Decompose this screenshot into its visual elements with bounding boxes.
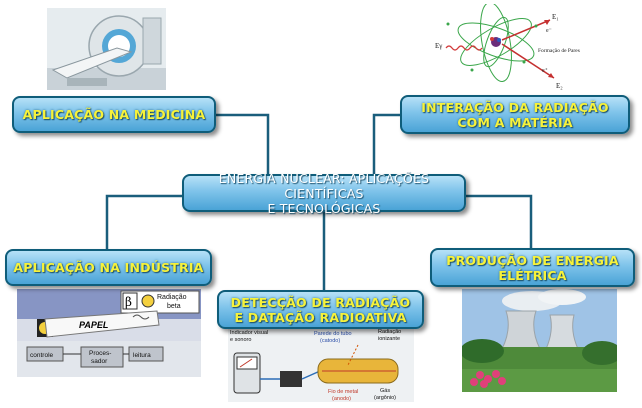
node-interacao-radiacao: INTERAÇÃO DA RADIAÇÃO COM A MATÉRIA <box>400 95 630 134</box>
geiger-counter-image: Indicador visual e sonoro Parede do tubo… <box>228 325 414 402</box>
label-processador: Proces- <box>89 350 111 357</box>
connector-industria <box>105 194 182 249</box>
node-aplicacao-industria-label: APLICAÇÃO NA INDÚSTRIA <box>13 260 204 275</box>
ct-scanner-image <box>47 8 166 90</box>
label-radiacao-ion-1: Radiação <box>378 329 401 335</box>
node-energia-nuclear: ENERGIA NUCLEAR: APLICAÇÕES CIENTÍFICAS … <box>182 170 466 216</box>
label-indicador-2: e sonoro <box>230 337 251 343</box>
label-eplus: e⁺ <box>542 67 548 74</box>
node-interacao-radiacao-line2: COM A MATÉRIA <box>457 114 573 130</box>
power-plant-image <box>462 289 617 392</box>
label-e1: E₁ <box>552 13 559 21</box>
node-aplicacao-medicina: APLICAÇÃO NA MEDICINA <box>12 96 216 133</box>
label-papel: PAPEL <box>79 320 108 330</box>
label-gas-1: Gás <box>380 388 390 394</box>
label-parede-2: (catodo) <box>320 338 340 344</box>
label-indicador-1: Indicador visual <box>230 330 268 336</box>
label-gas-2: (argônio) <box>374 395 396 401</box>
connector-medicina <box>215 113 270 178</box>
label-processador-2: sador <box>91 358 108 365</box>
label-radiacao-2: beta <box>167 303 181 310</box>
node-energia-nuclear-line2: E TECNOLÓGICAS <box>267 200 381 216</box>
label-fio-2: (anodo) <box>332 396 351 402</box>
caption-pair-production: Formação de Pares <box>538 48 580 54</box>
label-radiacao-ion-2: ionizante <box>378 336 400 342</box>
node-deteccao-radiacao: DETECÇÃO DE RADIAÇÃO E DATAÇÃO RADIOATIV… <box>217 290 424 329</box>
industry-gauge-image: β Radiação beta PAPEL controle Proces- s… <box>17 289 201 377</box>
node-deteccao-radiacao-line1: DETECÇÃO DE RADIAÇÃO <box>230 294 411 310</box>
label-ey: Eγ <box>435 42 442 50</box>
node-producao-energia: PRODUÇÃO DE ENERGIA ELÉTRICA <box>430 248 635 287</box>
node-producao-energia-line2: ELÉTRICA <box>498 267 567 283</box>
label-e2: E₂ <box>556 82 563 90</box>
label-controle: controle <box>30 352 54 359</box>
label-eminus: e⁻ <box>546 28 552 34</box>
beta-symbol: β <box>125 295 132 309</box>
node-aplicacao-industria: APLICAÇÃO NA INDÚSTRIA <box>5 249 212 286</box>
label-leitura: leitura <box>133 352 151 359</box>
label-parede-1: Parede do tubo <box>314 331 352 337</box>
node-producao-energia-line1: PRODUÇÃO DE ENERGIA <box>446 252 619 268</box>
pair-production-image: Eγ E₁ E₂ e⁻ e⁺ Formação de Pares <box>432 4 594 90</box>
node-energia-nuclear-line1: ENERGIA NUCLEAR: APLICAÇÕES CIENTÍFICAS <box>218 170 430 201</box>
label-radiacao-1: Radiação <box>157 294 187 301</box>
label-fio-1: Fio de metal <box>328 389 358 395</box>
connector-materia <box>372 113 400 178</box>
node-deteccao-radiacao-line2: E DATAÇÃO RADIOATIVA <box>234 309 407 325</box>
node-interacao-radiacao-line1: INTERAÇÃO DA RADIAÇÃO <box>421 99 609 115</box>
connector-energia <box>466 194 533 249</box>
node-aplicacao-medicina-label: APLICAÇÃO NA MEDICINA <box>22 107 206 122</box>
